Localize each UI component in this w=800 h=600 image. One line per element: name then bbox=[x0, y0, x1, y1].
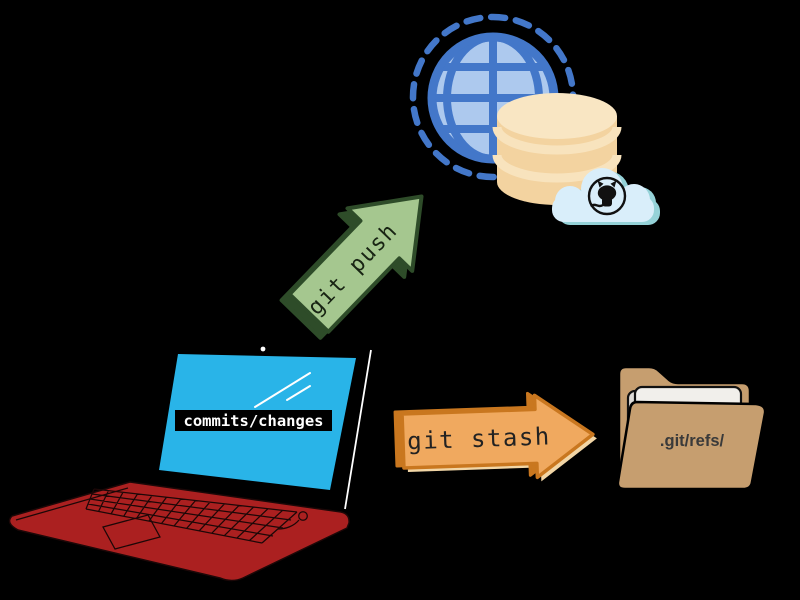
git-push-arrow: git push bbox=[279, 194, 424, 340]
screen-label-box bbox=[175, 410, 332, 431]
git-stash-arrow: git stash bbox=[393, 391, 597, 482]
screen-reflection-2 bbox=[286, 385, 311, 401]
screen-reflection-1 bbox=[254, 372, 311, 408]
database-top bbox=[497, 93, 617, 139]
folder-icon: .git/refs/ bbox=[616, 365, 767, 491]
git-push-arrow-body bbox=[287, 194, 424, 334]
octocat-ring bbox=[587, 176, 627, 216]
lid-edge-highlight bbox=[344, 349, 372, 510]
power-button-tail bbox=[277, 519, 300, 530]
database-icon bbox=[492, 93, 622, 205]
folder-front-flap bbox=[616, 400, 767, 491]
screen-label-text: commits/changes bbox=[184, 412, 324, 430]
folder-label: .git/refs/ bbox=[660, 432, 725, 450]
trackpad bbox=[102, 514, 161, 550]
git-stash-arrow-body bbox=[400, 393, 595, 480]
laptop-icon: commits/changes bbox=[8, 341, 372, 582]
laptop-base bbox=[8, 481, 350, 582]
globe-icon bbox=[409, 13, 577, 181]
webcam-dot bbox=[260, 346, 266, 352]
base-bevel-line bbox=[15, 487, 129, 521]
database-band-1 bbox=[492, 126, 622, 155]
remote-server-group bbox=[409, 13, 660, 225]
keyboard-grid bbox=[85, 488, 298, 544]
database-bands bbox=[492, 126, 622, 183]
github-cloud-icon bbox=[552, 168, 660, 225]
database-band-2 bbox=[492, 154, 622, 183]
github-octocat-icon bbox=[590, 180, 617, 208]
git-stash-label: git stash bbox=[407, 422, 551, 455]
power-button bbox=[298, 511, 308, 521]
